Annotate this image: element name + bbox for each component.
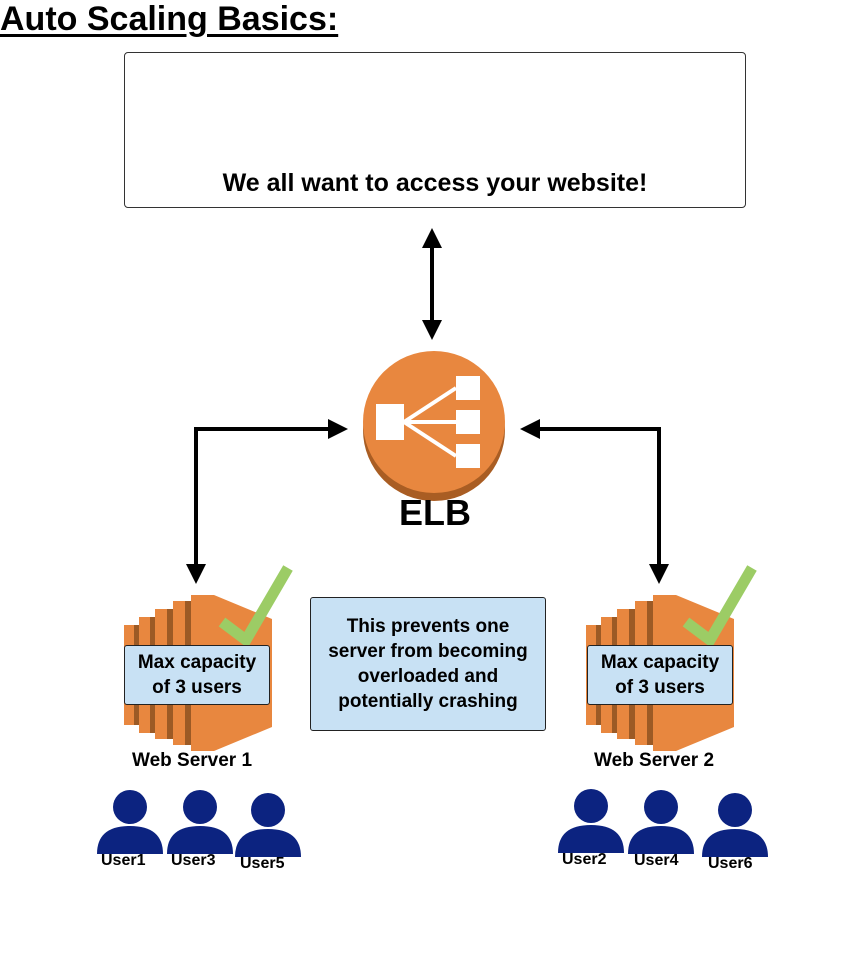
capacity-line-1: Max capacity — [600, 652, 720, 673]
website-box-text: We all want to access your website! — [222, 169, 648, 197]
check-icon — [218, 565, 293, 649]
server2-capacity-box: Max capacity of 3 users — [587, 645, 733, 705]
load-balancer-icon — [363, 351, 505, 501]
user-icon — [167, 790, 233, 854]
server2-label: Web Server 2 — [594, 750, 715, 771]
capacity-line-1: Max capacity — [137, 652, 257, 673]
note-box: This prevents one server from becoming o… — [310, 597, 546, 731]
capacity-line-2: of 3 users — [615, 677, 705, 698]
arrow-elb-server1 — [186, 419, 348, 584]
user-label: User1 — [101, 852, 146, 869]
user-label: User3 — [171, 852, 216, 869]
note-text: This prevents one server from becoming o… — [328, 616, 528, 712]
elb-label: ELB — [399, 492, 471, 533]
user-icon — [97, 790, 163, 854]
page-title: Auto Scaling Basics: — [0, 0, 339, 38]
capacity-line-2: of 3 users — [152, 677, 242, 698]
user-label: User5 — [240, 855, 285, 872]
user-icon — [628, 790, 694, 854]
arrow-elb-server2 — [520, 419, 669, 584]
user-icon — [702, 793, 768, 857]
server1-capacity-box: Max capacity of 3 users — [124, 645, 270, 705]
user-icon — [558, 789, 624, 853]
user-label: User2 — [562, 851, 607, 868]
user-label: User6 — [708, 855, 753, 872]
user-icon — [235, 793, 301, 857]
server1-label: Web Server 1 — [132, 750, 253, 771]
website-users-box: We all want to access your website! — [124, 52, 746, 208]
check-icon — [682, 565, 757, 649]
user-label: User4 — [634, 852, 679, 869]
